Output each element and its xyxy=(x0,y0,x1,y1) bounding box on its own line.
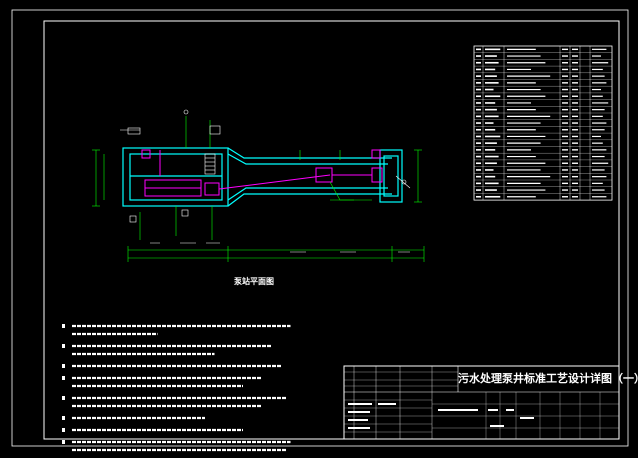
note-number xyxy=(62,428,65,432)
note-number xyxy=(62,364,65,368)
note-number xyxy=(62,344,65,348)
pump-chamber-walls xyxy=(122,147,403,207)
sheet-border xyxy=(11,9,629,447)
note-number xyxy=(62,324,65,328)
pipework xyxy=(141,149,383,197)
detail-marks xyxy=(127,109,411,223)
view-title: 泵站平面图 xyxy=(234,277,274,286)
note-number xyxy=(62,416,65,420)
title-block xyxy=(343,365,620,440)
note-number xyxy=(62,440,65,444)
dimension-text-marks xyxy=(120,129,410,253)
table-border xyxy=(473,45,613,201)
title-block-border xyxy=(343,365,620,440)
material-table xyxy=(473,45,613,201)
dimension-lines xyxy=(92,116,425,262)
leader-line xyxy=(329,181,372,201)
note-number xyxy=(62,376,65,380)
note-number xyxy=(62,396,65,400)
plan-view xyxy=(92,109,425,262)
drawing-frame xyxy=(43,20,620,440)
notes-block xyxy=(62,324,291,452)
drawing-title: 污水处理泵井标准工艺设计详图（一） xyxy=(458,372,638,385)
